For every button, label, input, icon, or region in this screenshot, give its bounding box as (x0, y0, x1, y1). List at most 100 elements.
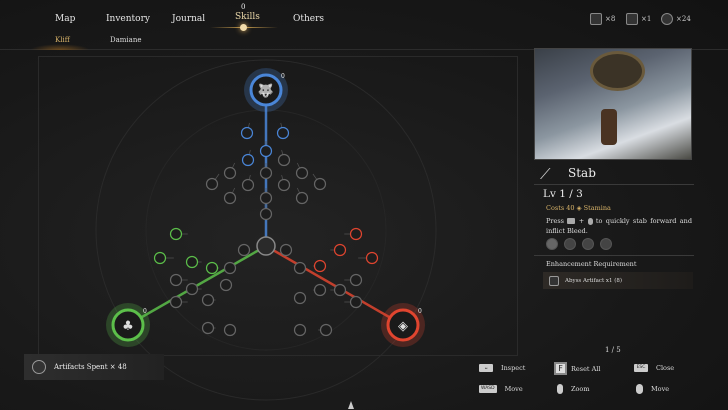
branch-line-right (265, 244, 404, 327)
hint-label: Close (656, 364, 675, 372)
mouse-icon (587, 217, 593, 225)
active-tab-indicator (240, 24, 247, 31)
space-key-icon: ␣ (479, 364, 493, 372)
hint-label: Zoom (571, 385, 590, 393)
key-icon (567, 218, 576, 224)
skill-name: Stab (568, 166, 596, 180)
skill-node-right[interactable] (293, 261, 307, 275)
skill-node-top[interactable] (277, 178, 291, 192)
skill-node-right[interactable] (349, 295, 363, 309)
root-badge: 0 (418, 308, 422, 315)
stamina-icon: ◈ (576, 204, 582, 212)
skill-node-top[interactable] (276, 126, 290, 140)
tab-map[interactable]: Map (55, 14, 76, 24)
skill-node-left[interactable] (169, 295, 183, 309)
skill-node-top[interactable] (259, 191, 273, 205)
skill-node-left[interactable] (201, 321, 215, 335)
skill-node-left[interactable] (223, 261, 237, 275)
root-badge: 0 (281, 73, 285, 80)
branch-line-left (127, 244, 267, 327)
root-node-top[interactable] (249, 73, 283, 107)
skill-node-right[interactable] (365, 251, 379, 265)
tab-inventory[interactable]: Inventory (106, 14, 150, 24)
skill-node-top[interactable] (205, 177, 219, 191)
skill-node-right[interactable] (349, 227, 363, 241)
skill-node-right[interactable] (333, 283, 347, 297)
mouse-wheel-icon (557, 384, 563, 394)
skill-level: Lv 1 / 3 (543, 188, 583, 200)
upgrade-icon[interactable] (546, 238, 558, 250)
tab-others[interactable]: Others (293, 14, 325, 24)
desc-text: to quickly stab forward and inflict Blee… (546, 217, 692, 235)
skill-node-top[interactable] (313, 177, 327, 191)
skill-node-top[interactable] (295, 191, 309, 205)
upgrade-icon[interactable] (600, 238, 612, 250)
tree-frame (38, 56, 518, 356)
skill-node-top[interactable] (259, 166, 273, 180)
pan-hint: Move (636, 384, 669, 394)
tab-journal[interactable]: Journal (172, 14, 206, 24)
diamond-sigil-icon: ◈ (398, 319, 408, 334)
character-tab-glow (30, 44, 90, 50)
skill-node-top[interactable] (223, 191, 237, 205)
resource-crest: ×24 (661, 13, 691, 25)
cube-icon (626, 13, 638, 25)
skill-node-top[interactable] (259, 207, 273, 221)
skill-node-left[interactable] (169, 273, 183, 287)
divider (534, 255, 694, 256)
skill-node-right[interactable] (333, 243, 347, 257)
abyss-artifact-icon (549, 275, 559, 286)
skill-node-right[interactable] (319, 323, 333, 337)
skill-node-left[interactable] (201, 293, 215, 307)
skill-node-left[interactable] (185, 282, 199, 296)
requirement-text: Abyss Artifact x1 (8) (565, 277, 623, 284)
skill-node-right[interactable] (313, 283, 327, 297)
skill-preview-video (534, 48, 692, 160)
skill-node-top[interactable] (295, 166, 309, 180)
abyss-artifact-icon (590, 13, 602, 25)
crest-icon (661, 13, 673, 25)
artifacts-spent-text: Artifacts Spent × 48 (54, 363, 127, 371)
mouse-cursor (348, 401, 354, 409)
skill-node-left[interactable] (169, 227, 183, 241)
wolf-icon: 🐺 (258, 83, 274, 99)
upgrade-icon[interactable] (564, 238, 576, 250)
skill-node-right[interactable] (293, 291, 307, 305)
root-node-right[interactable] (386, 308, 420, 342)
hint-label: Move (651, 385, 670, 393)
desc-text: Press (546, 217, 564, 225)
center-node[interactable] (256, 236, 276, 256)
skill-node-left[interactable] (219, 278, 233, 292)
skill-node-left[interactable] (223, 323, 237, 337)
skill-node-top[interactable] (241, 153, 255, 167)
tab-skills[interactable]: Skills (235, 12, 260, 22)
resource-count: ×1 (641, 15, 652, 23)
skill-node-left[interactable] (185, 255, 199, 269)
enhancement-title: Enhancement Requirement (546, 260, 637, 268)
skill-node-top[interactable] (223, 166, 237, 180)
root-node-left[interactable] (111, 308, 145, 342)
tree-icon: ♣ (122, 319, 134, 334)
skill-node-top[interactable] (241, 178, 255, 192)
character-tab-damiane[interactable]: Damiane (110, 36, 142, 44)
skill-node-right[interactable] (313, 259, 327, 273)
abyss-artifact-icon (32, 360, 46, 374)
top-nav: Map Inventory Journal 0 Skills Others Kl… (0, 0, 728, 50)
skill-node-top[interactable] (277, 153, 291, 167)
upgrade-icon[interactable] (582, 238, 594, 250)
page-indicator: 1 / 5 (605, 346, 621, 354)
skill-node-right[interactable] (279, 243, 293, 257)
skill-node-left[interactable] (153, 251, 167, 265)
skill-node-right[interactable] (349, 273, 363, 287)
inspect-hint[interactable]: ␣Inspect (479, 364, 525, 372)
skill-node-right[interactable] (293, 323, 307, 337)
skill-node-top[interactable] (259, 144, 273, 158)
skill-node-left[interactable] (205, 261, 219, 275)
skill-node-left[interactable] (237, 243, 251, 257)
skill-node-top[interactable] (240, 126, 254, 140)
character-tab-kliff[interactable]: Kliff (55, 36, 70, 44)
artifacts-spent: Artifacts Spent × 48 (24, 354, 164, 380)
